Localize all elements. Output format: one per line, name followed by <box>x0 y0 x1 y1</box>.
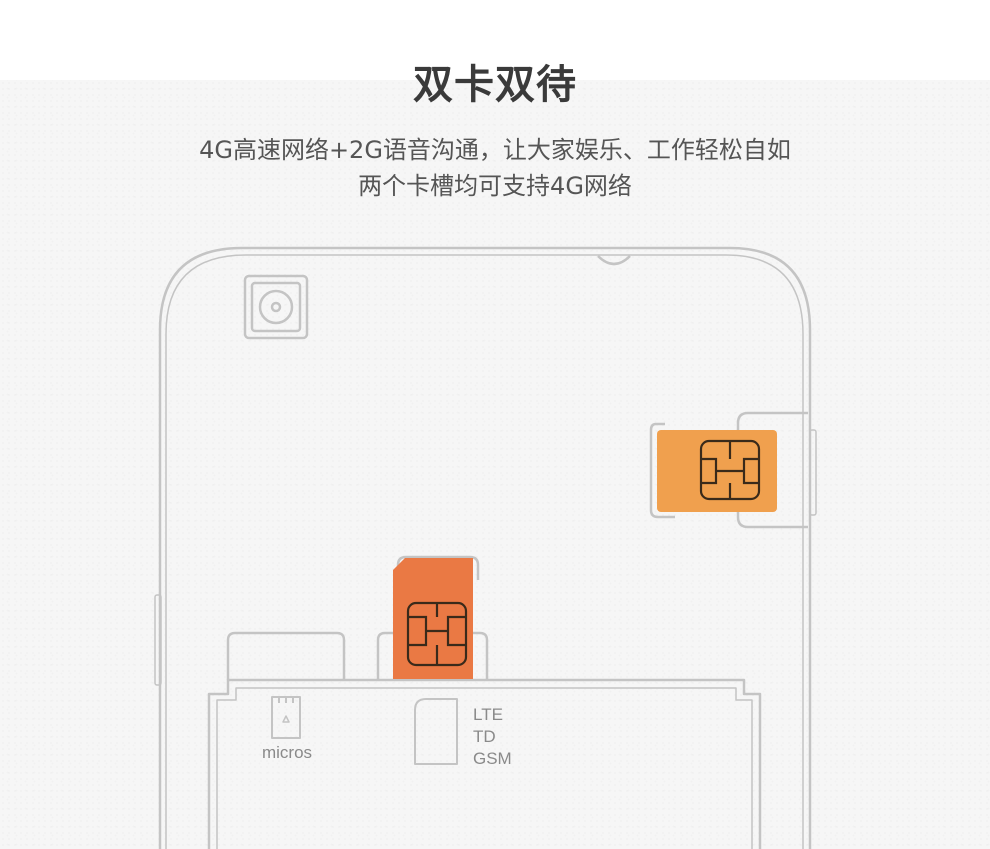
side-button-right <box>809 429 817 516</box>
sim-slot-label-gsm: GSM <box>473 749 512 768</box>
phone-outline <box>158 246 812 849</box>
background-texture <box>0 80 990 849</box>
sd-slot-top <box>226 631 346 680</box>
sd-triangle-icon <box>282 715 290 723</box>
sim-card-1 <box>657 430 777 512</box>
sd-slot-label: micros <box>262 743 312 762</box>
tray-frame <box>207 678 762 849</box>
camera-icon <box>243 274 309 340</box>
sd-card-icon <box>271 696 301 739</box>
sim-slot-label-td: TD <box>473 727 496 746</box>
sim-chip-icon <box>406 601 468 667</box>
side-button-left <box>154 594 162 686</box>
sim-card-2 <box>393 558 473 679</box>
sim-chip-icon <box>699 439 761 501</box>
sim-slot-top <box>376 631 410 680</box>
phone-inner-outline <box>165 254 804 849</box>
sim-slot-label-lte: LTE <box>473 705 503 724</box>
subtitle-line-1: 4G高速网络+2G语音沟通，让大家娱乐、工作轻松自如 <box>199 136 791 164</box>
sim-outline-icon <box>414 698 458 765</box>
page-title: 双卡双待 <box>413 62 577 108</box>
subtitle-line-2: 两个卡槽均可支持4G网络 <box>358 172 632 200</box>
top-notch <box>597 255 631 266</box>
